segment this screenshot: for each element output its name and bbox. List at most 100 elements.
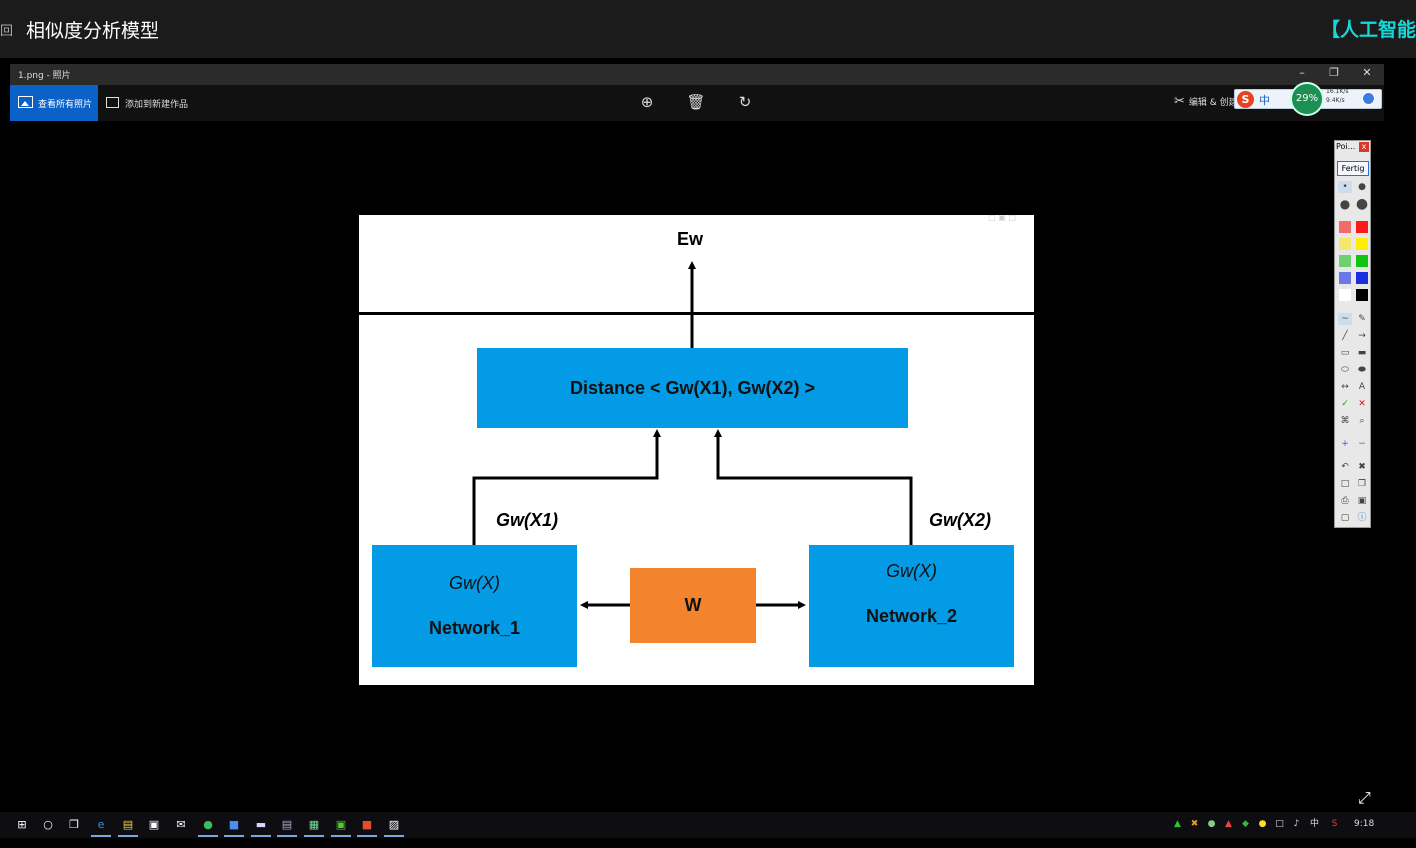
new-page-icon[interactable]: □ [1340,479,1350,489]
course-title: 相似度分析模型 [26,20,160,42]
arrow-tool[interactable]: → [1358,331,1366,341]
add-creation-icon [106,97,119,108]
app-chat-icon[interactable]: ▬ [251,818,271,837]
scissors-icon: ✂ [1174,94,1185,109]
distance-box: Distance < Gw(X1), Gw(X2) > [477,348,908,428]
magnifier-icon[interactable]: ⌕ [1359,416,1365,426]
cortana-icon[interactable]: ○ [43,818,53,831]
boost-icon[interactable] [1362,92,1375,105]
task-view-icon[interactable]: ❐ [69,818,79,831]
minimize-button[interactable]: – [1299,66,1305,79]
rectangle-tool[interactable]: ▭ [1340,348,1350,358]
network-meter[interactable]: 29% [1290,82,1324,116]
copy-icon[interactable]: ❐ [1357,479,1367,489]
left-output-label: Gw(X1) [496,510,559,530]
edit-create-button[interactable]: ✂编辑 & 创建 [1174,94,1238,109]
window-title: 1.png - 照片 [18,71,71,81]
clock[interactable]: 9:18 [1354,819,1375,829]
screen-icon[interactable]: ▢ [1340,513,1350,523]
app-grid-icon[interactable]: ▦ [304,818,324,837]
zoom-icon[interactable]: ⊕ [640,93,654,111]
freehand-tool[interactable]: ~ [1338,313,1352,325]
eraser-icon[interactable]: ✎ [1358,314,1366,324]
restore-button[interactable]: ❐ [1329,66,1339,79]
network-1-box: Gw(X) Network_1 [372,545,577,667]
plus-icon[interactable]: + [1341,439,1349,449]
view-all-photos-button[interactable]: 查看所有照片 [10,85,98,121]
info-icon[interactable]: ⓘ [1357,513,1367,523]
fullscreen-expand-icon[interactable]: ⤢ [1358,788,1371,807]
net2-function: Gw(X) [886,561,937,581]
network-icon[interactable]: □ [1275,819,1284,829]
file-explorer-icon[interactable]: ▤ [118,818,138,837]
tray-tool-icon[interactable]: ✖ [1190,819,1199,829]
shield-icon[interactable]: ◆ [1242,819,1249,829]
edge-glyph: 回 [0,24,14,39]
view-all-label: 查看所有照片 [38,100,93,110]
filled-ellipse-tool[interactable]: ⬬ [1358,365,1366,375]
xlarge-dot-tool[interactable]: ● [1355,196,1369,212]
video-title-bar: 回 相似度分析模型 【人工智能 [0,0,1416,58]
app-green-icon[interactable]: ▣ [331,818,351,837]
photos-icon[interactable]: ▨ [384,818,404,837]
ellipse-tool[interactable]: ⬭ [1341,365,1349,375]
small-dot-tool[interactable]: • [1338,181,1352,193]
photo-icon [18,96,33,108]
volume-icon[interactable]: ♪ [1293,819,1300,829]
check-icon[interactable]: ✓ [1341,399,1349,409]
app-window-icon[interactable]: ▤ [277,818,297,837]
delete-icon[interactable]: 🗑 [686,93,706,111]
start-icon[interactable]: ⊞ [17,818,27,831]
color-swatch[interactable] [1356,289,1368,301]
color-swatch[interactable] [1339,272,1351,284]
large-dot-tool[interactable]: ● [1339,197,1351,211]
store-icon[interactable]: ▣ [148,818,160,831]
color-swatch[interactable] [1339,255,1351,267]
tray-red-icon[interactable]: ▲ [1225,819,1232,829]
tray-yellow-icon[interactable]: ● [1258,819,1267,829]
slide-image: □ ▣ □ Ew Distance < Gw(X1), Gw(X2) > Gw(… [359,213,1034,685]
save-icon[interactable]: ▣ [1357,496,1367,506]
color-swatch[interactable] [1339,238,1351,250]
line-tool[interactable]: ╱ [1342,331,1348,341]
browser-icon[interactable]: ● [198,818,218,837]
undo-icon[interactable]: ↶ [1341,462,1349,472]
color-swatch[interactable] [1356,272,1368,284]
close-button[interactable]: ✕ [1362,66,1372,79]
slide-toolbar-icons: □ ▣ □ [988,213,1016,222]
net1-function: Gw(X) [449,573,500,593]
cross-icon[interactable]: ✕ [1358,399,1366,409]
double-arrow-tool[interactable]: ↔ [1341,382,1349,392]
color-swatch[interactable] [1356,221,1368,233]
palette-done-button[interactable]: Fertig [1337,161,1369,176]
network-speed: 16.1K/s 9.4K/s [1326,87,1348,105]
ime-tray-label[interactable]: 中 [1309,819,1319,829]
trash-icon[interactable]: ✖ [1358,462,1366,472]
annotation-palette[interactable]: Poi... x Fertig • ● ● ● ~ ✎ ╱ → ▭ ▬ ⬭ ⬬ … [1334,140,1371,528]
filled-rectangle-tool[interactable]: ▬ [1357,348,1367,358]
print-icon[interactable]: ⎙ [1341,496,1349,506]
sogou-tray-icon[interactable]: S [1331,819,1338,829]
app-blue-icon[interactable]: ■ [224,818,244,837]
network-2-box: Gw(X) Network_2 [809,545,1014,667]
minus-icon[interactable]: − [1358,439,1366,449]
color-swatch[interactable] [1339,289,1351,301]
mail-icon[interactable]: ✉ [176,818,186,831]
palette-close-button[interactable]: x [1359,142,1369,152]
series-tag: 【人工智能 [1320,19,1416,41]
color-swatch[interactable] [1356,238,1368,250]
tray-green-icon[interactable]: ● [1207,819,1216,829]
edit-create-label: 编辑 & 创建 [1188,98,1238,108]
edge-icon[interactable]: e [91,818,111,837]
bottom-strip [0,838,1416,848]
color-swatch[interactable] [1356,255,1368,267]
rotate-icon[interactable]: ↻ [738,93,752,111]
shared-weights-box: W [630,568,756,643]
crop-icon[interactable]: ⌘ [1340,416,1350,426]
tray-cloud-icon[interactable]: ▲ [1174,819,1181,829]
color-swatch[interactable] [1339,221,1351,233]
medium-dot-tool[interactable]: ● [1358,182,1366,192]
text-tool[interactable]: A [1358,382,1366,392]
app-red-icon[interactable]: ■ [357,818,377,837]
ime-language[interactable]: 中 [1259,94,1270,107]
